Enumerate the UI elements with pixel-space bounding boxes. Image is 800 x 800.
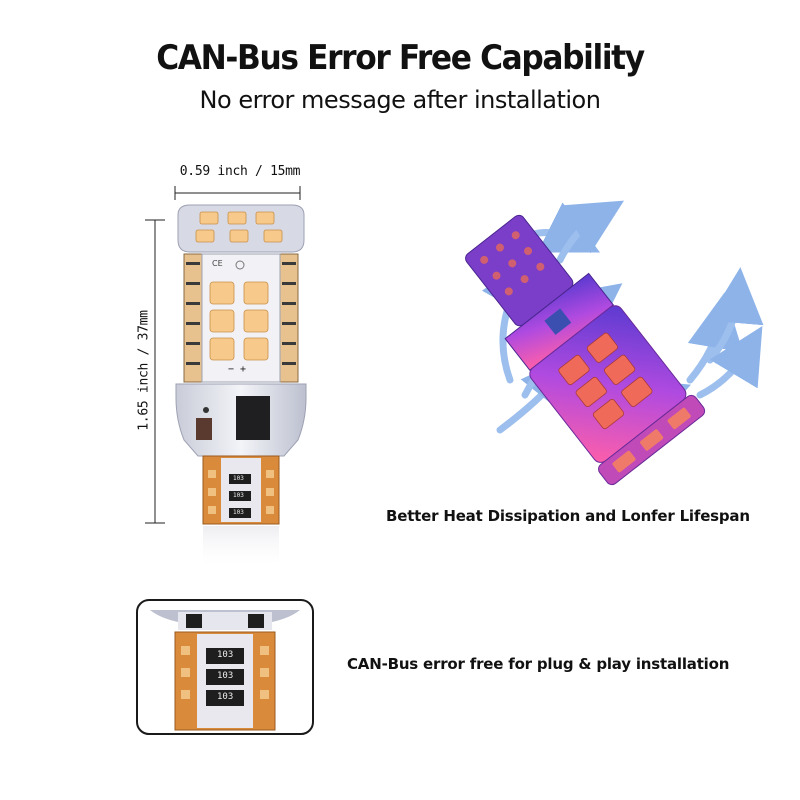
inset-resistor-code-2: 103	[217, 671, 234, 681]
inset-resistor-code-3: 103	[217, 692, 234, 702]
width-dimension-label: 0.59 inch / 15mm	[179, 164, 301, 179]
inset-resistor-code-1: 103	[217, 650, 234, 660]
polarity-mark: − +	[228, 364, 247, 375]
canbus-caption: CAN-Bus error free for plug & play insta…	[347, 655, 730, 673]
heat-dissipation-caption: Better Heat Dissipation and Lonfer Lifes…	[386, 507, 750, 525]
resistor-code-3: 103	[233, 509, 244, 516]
resistor-code-1: 103	[233, 475, 244, 482]
ce-mark: CE	[212, 259, 223, 268]
height-dimension-label: 1.65 inch / 37mm	[136, 310, 152, 431]
resistor-code-2: 103	[233, 492, 244, 499]
page-title: CAN-Bus Error Free Capability	[156, 38, 645, 78]
page-subtitle: No error message after installation	[199, 86, 601, 114]
